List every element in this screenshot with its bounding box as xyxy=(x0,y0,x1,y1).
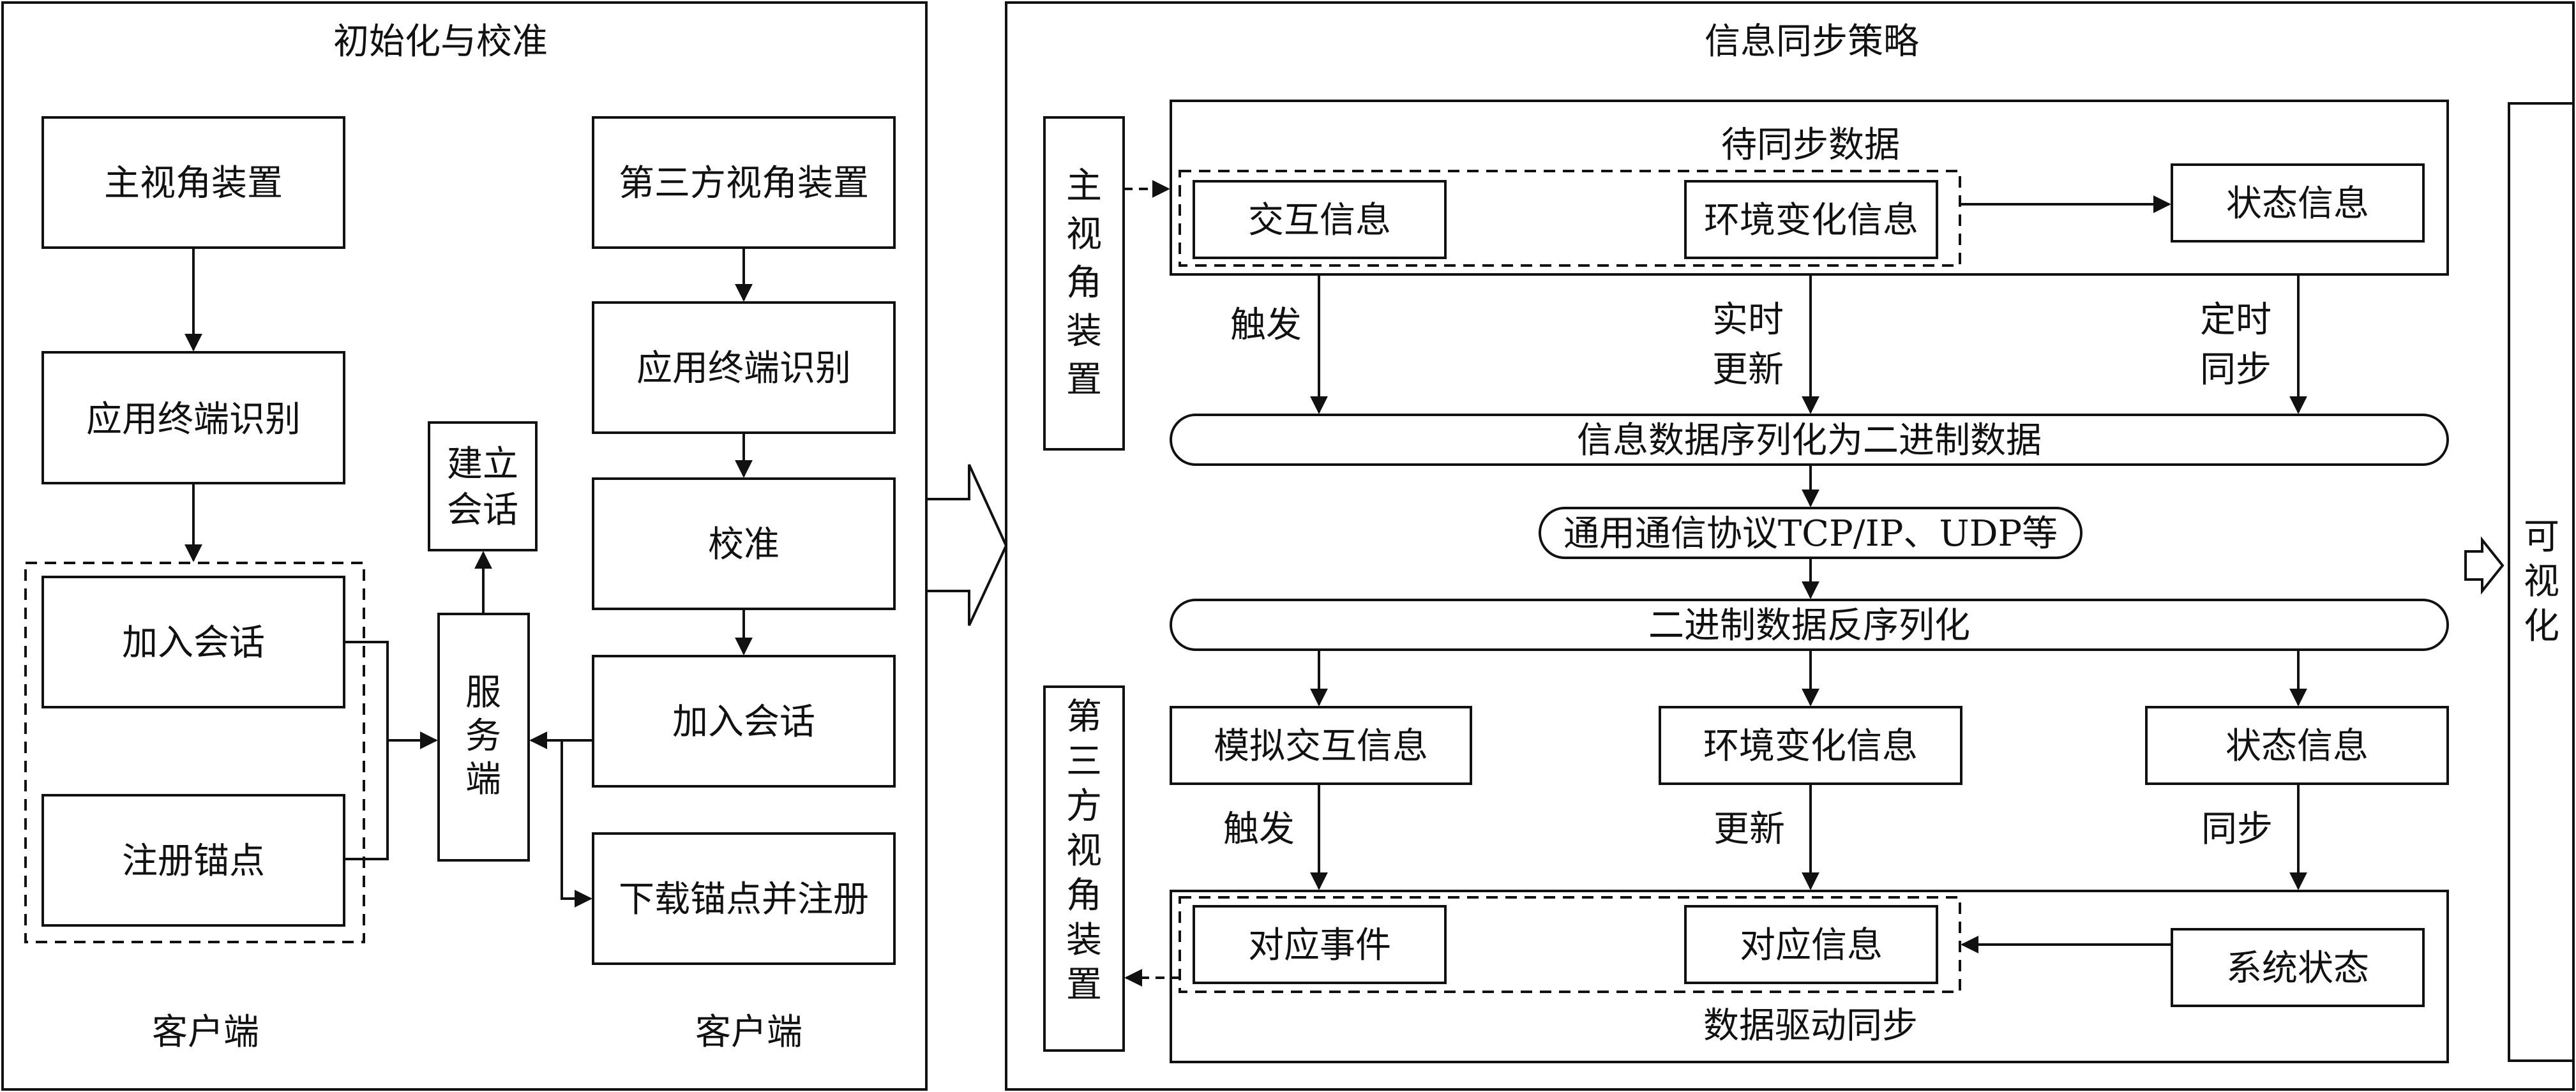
svg-text:环境变化信息: 环境变化信息 xyxy=(1704,200,1918,241)
svg-text:建立: 建立 xyxy=(447,444,518,485)
svg-text:视: 视 xyxy=(1066,214,1102,255)
label-realtime: 实时 xyxy=(1712,299,1784,341)
svg-text:下载锚点并注册: 下载锚点并注册 xyxy=(619,879,869,920)
node-third-party-device: 第三方视角装置 xyxy=(592,116,896,249)
svg-text:通用通信协议TCP/IP、UDP等: 通用通信协议TCP/IP、UDP等 xyxy=(1563,513,2058,555)
svg-text:加入会话: 加入会话 xyxy=(672,701,815,743)
node-main-device-vertical: 主 视 角 装 置 xyxy=(1043,116,1125,451)
node-calibrate: 校准 xyxy=(592,477,896,610)
svg-text:务: 务 xyxy=(465,715,501,757)
big-transition-arrow xyxy=(925,464,1008,626)
node-system-state: 系统状态 xyxy=(2171,928,2425,1007)
node-server: 服 务 端 xyxy=(437,613,530,862)
node-create-session: 建立 会话 xyxy=(428,421,538,551)
svg-text:方: 方 xyxy=(1066,786,1102,827)
right-panel-title: 信息同步策略 xyxy=(1705,21,1919,63)
svg-text:可: 可 xyxy=(2524,516,2559,558)
node-protocol: 通用通信协议TCP/IP、UDP等 xyxy=(1539,507,2083,559)
pending-data-title: 待同步数据 xyxy=(1721,124,1900,166)
data-driven-title: 数据驱动同步 xyxy=(1703,1005,1918,1047)
pending-data-dashed-group xyxy=(1179,170,1961,267)
node-terminal-identify-right: 应用终端识别 xyxy=(592,301,896,434)
node-register-anchor: 注册锚点 xyxy=(41,794,345,927)
node-main-device: 主视角装置 xyxy=(41,116,345,249)
node-interaction-info: 交互信息 xyxy=(1193,180,1447,259)
node-deserialize: 二进制数据反序列化 xyxy=(1170,599,2449,651)
svg-text:置: 置 xyxy=(1066,359,1102,401)
label-update: 更新 xyxy=(1714,809,1785,850)
client-right-label: 客户端 xyxy=(695,1012,802,1053)
svg-text:信息数据序列化为二进制数据: 信息数据序列化为二进制数据 xyxy=(1577,420,2042,461)
svg-text:模拟交互信息: 模拟交互信息 xyxy=(1214,726,1428,767)
node-serialize: 信息数据序列化为二进制数据 xyxy=(1170,414,2449,466)
node-corresponding-info: 对应信息 xyxy=(1684,905,1938,984)
svg-text:主: 主 xyxy=(1066,165,1102,207)
svg-text:状态信息: 状态信息 xyxy=(2226,726,2369,767)
svg-text:二进制数据反序列化: 二进制数据反序列化 xyxy=(1648,605,1970,647)
node-visualize: 可 视 化 xyxy=(2508,102,2575,1062)
node-join-session-right: 加入会话 xyxy=(592,655,896,788)
svg-text:角: 角 xyxy=(1066,875,1102,916)
data-driven-dashed-group xyxy=(1179,896,1961,993)
node-download-anchor: 下载锚点并注册 xyxy=(592,832,896,965)
node-env-change-info: 环境变化信息 xyxy=(1684,180,1938,259)
svg-text:会话: 会话 xyxy=(447,490,518,531)
node-state-info-2: 状态信息 xyxy=(2145,706,2449,785)
svg-text:视: 视 xyxy=(1066,830,1102,872)
connector-join-left xyxy=(344,641,389,740)
svg-text:装: 装 xyxy=(1066,311,1102,352)
svg-text:交互信息: 交互信息 xyxy=(1248,200,1391,241)
connector-register-left xyxy=(344,740,389,860)
svg-text:应用终端识别: 应用终端识别 xyxy=(86,399,301,440)
label-sync: 同步 xyxy=(2201,809,2273,850)
svg-text:第: 第 xyxy=(1066,696,1102,738)
svg-text:角: 角 xyxy=(1066,262,1102,304)
left-panel-title: 初始化与校准 xyxy=(333,21,548,63)
node-sim-interaction: 模拟交互信息 xyxy=(1170,706,1472,785)
svg-text:对应事件: 对应事件 xyxy=(1248,925,1391,966)
svg-text:装: 装 xyxy=(1066,920,1102,961)
svg-text:第三方视角装置: 第三方视角装置 xyxy=(619,163,869,204)
svg-text:注册锚点: 注册锚点 xyxy=(122,841,265,882)
svg-text:化: 化 xyxy=(2524,606,2559,647)
svg-text:加入会话: 加入会话 xyxy=(122,622,265,664)
svg-text:端: 端 xyxy=(465,759,501,800)
small-visualize-arrow xyxy=(2464,536,2504,595)
svg-text:主视角装置: 主视角装置 xyxy=(104,163,283,204)
svg-text:环境变化信息: 环境变化信息 xyxy=(1703,726,1918,767)
node-join-session-left: 加入会话 xyxy=(41,576,345,708)
connector-server-to-download xyxy=(561,740,592,908)
node-corresponding-event: 对应事件 xyxy=(1193,905,1447,984)
node-env-change-info-2: 环境变化信息 xyxy=(1659,706,1962,785)
node-terminal-identify-left: 应用终端识别 xyxy=(41,351,345,484)
svg-text:校准: 校准 xyxy=(708,524,780,565)
svg-text:三: 三 xyxy=(1066,741,1102,782)
svg-text:置: 置 xyxy=(1066,964,1102,1006)
label-trigger: 触发 xyxy=(1230,304,1302,346)
label-update-word: 更新 xyxy=(1712,349,1784,391)
svg-text:状态信息: 状态信息 xyxy=(2226,183,2369,225)
label-trigger-2: 触发 xyxy=(1223,809,1295,850)
node-third-device-vertical: 第 三 方 视 角 装 置 xyxy=(1043,685,1125,1052)
label-timed: 定时 xyxy=(2200,299,2271,341)
svg-text:对应信息: 对应信息 xyxy=(1740,925,1883,966)
client-left-dashed-group xyxy=(24,562,365,943)
svg-text:系统状态: 系统状态 xyxy=(2226,948,2369,989)
svg-text:应用终端识别: 应用终端识别 xyxy=(636,348,851,389)
client-left-label: 客户端 xyxy=(152,1012,259,1053)
label-sync-word: 同步 xyxy=(2200,349,2271,391)
svg-text:视: 视 xyxy=(2524,561,2559,602)
svg-text:服: 服 xyxy=(465,672,501,714)
node-state-info: 状态信息 xyxy=(2171,163,2425,243)
